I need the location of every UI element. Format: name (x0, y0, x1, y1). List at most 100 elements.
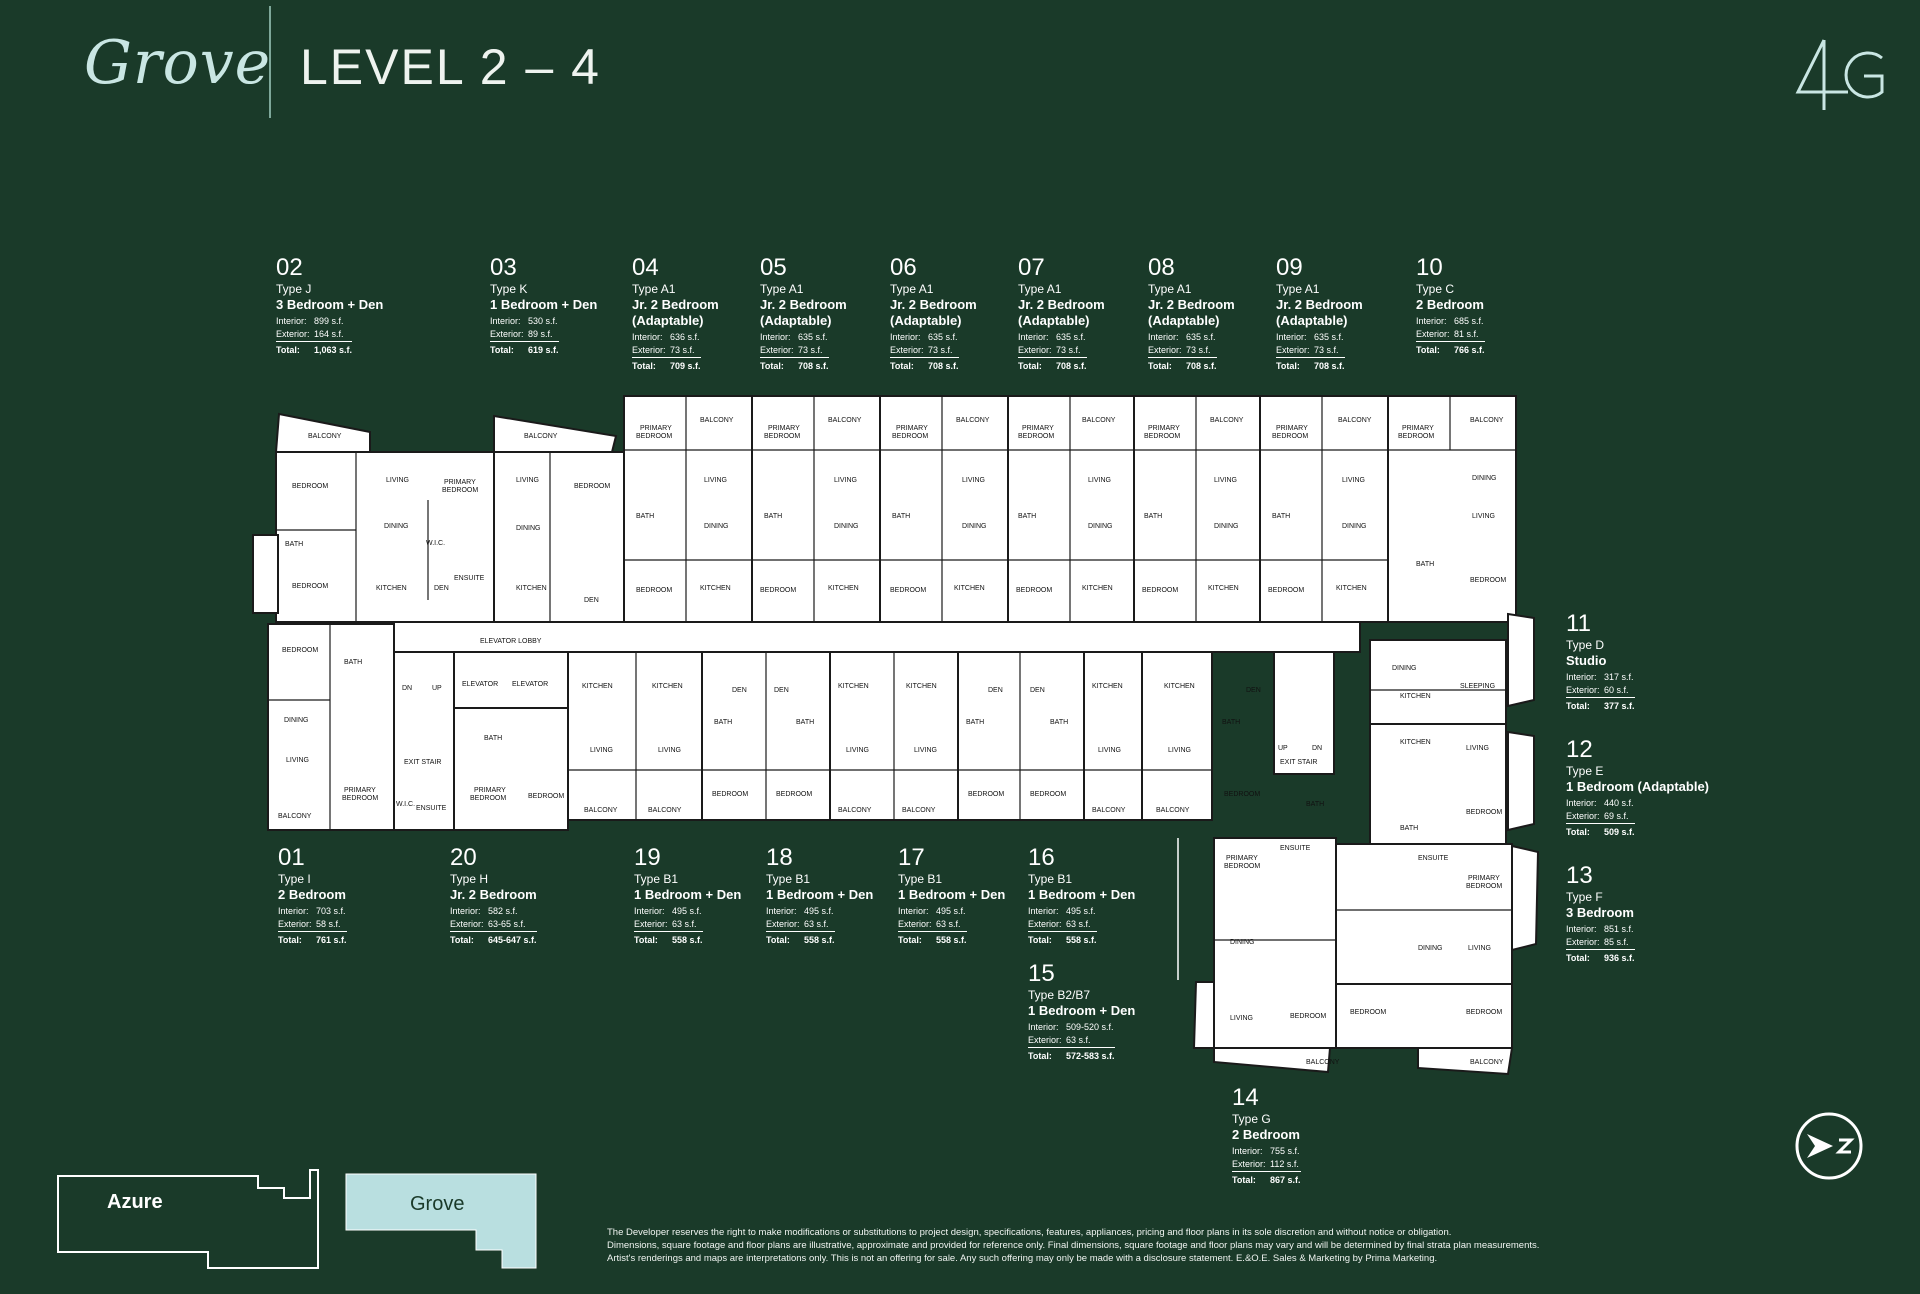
exterior-value: 112 s.f. (1270, 1159, 1299, 1169)
disclaimer-line: Dimensions, square footage and floor pla… (607, 1240, 1540, 1251)
room-label-dining: DINING (704, 523, 729, 530)
interior-label: Interior: (1566, 924, 1597, 934)
room-label-bedroom: BEDROOM (1224, 863, 1260, 870)
unit-type: Type K (490, 282, 528, 296)
room-label-primary: PRIMARY (1226, 855, 1258, 862)
total-label: Total: (278, 931, 316, 947)
room-label-wic: W.I.C. (396, 801, 415, 808)
unit-12-body (1369, 723, 1507, 845)
room-label-bath: BATH (966, 719, 984, 726)
unit-name: Jr. 2 Bedroom (760, 297, 847, 312)
unit-type: Type A1 (760, 282, 804, 296)
unit-number: 19 (634, 844, 661, 871)
key-map-azure-label: Azure (107, 1191, 163, 1213)
interior-label: Interior: (1566, 798, 1597, 808)
unit-name: 1 Bedroom + Den (490, 297, 598, 312)
interior-value: 582 s.f. (488, 906, 518, 916)
exterior-value: 69 s.f. (1604, 811, 1629, 821)
key-map: Azure Grove (57, 1169, 537, 1269)
room-label-living: LIVING (834, 477, 857, 484)
unit-name-suffix: (Adaptable) (760, 313, 832, 328)
room-label-balcony: BALCONY (308, 433, 342, 440)
unit-type: Type I (278, 872, 311, 886)
room-label-balcony: BALCONY (1306, 1059, 1340, 1066)
room-label-dining: DINING (962, 523, 987, 530)
room-label-primary: PRIMARY (344, 787, 376, 794)
interior-label: Interior: (632, 332, 663, 342)
interior-label: Interior: (1028, 1022, 1059, 1032)
room-label-ensuite: ENSUITE (1418, 855, 1449, 862)
elevator-core (453, 651, 571, 709)
room-label-living: LIVING (1088, 477, 1111, 484)
stair-label-up: UP (1278, 745, 1288, 752)
room-label-bedroom: BEDROOM (470, 795, 506, 802)
room-label-dining: DINING (1418, 945, 1443, 952)
interior-value: 495 s.f. (1066, 906, 1096, 916)
room-label-primary: PRIMARY (896, 425, 928, 432)
room-label-dining: DINING (1342, 523, 1367, 530)
interior-value: 635 s.f. (798, 332, 828, 342)
room-label-bedroom: BEDROOM (528, 793, 564, 800)
room-label-den: DEN (774, 687, 789, 694)
unit-type: Type B1 (634, 872, 679, 886)
total-value: 558 s.f. (936, 931, 967, 947)
exterior-label: Exterior: (1148, 345, 1182, 355)
unit-09-body (1259, 395, 1389, 623)
room-label-living: LIVING (1468, 945, 1491, 952)
exterior-value: 164 s.f. (314, 329, 344, 339)
exterior-value: 73 s.f. (670, 345, 695, 355)
room-label-kitchen: KITCHEN (1208, 585, 1239, 592)
room-label-kitchen: KITCHEN (1092, 683, 1123, 690)
interior-value: 635 s.f. (1056, 332, 1086, 342)
interior-value: 636 s.f. (670, 332, 700, 342)
unit-area-table: Interior:509-520 s.f.Exterior:63 s.f.Tot… (1028, 1021, 1115, 1063)
room-label-living: LIVING (658, 747, 681, 754)
exterior-value: 85 s.f. (1604, 937, 1629, 947)
total-label: Total: (1566, 949, 1604, 965)
unit-number: 09 (1276, 254, 1303, 281)
room-label-bath: BATH (1222, 719, 1240, 726)
exterior-label: Exterior: (1566, 685, 1600, 695)
interior-label: Interior: (1566, 672, 1597, 682)
interior-value: 899 s.f. (314, 316, 344, 326)
disclaimer-line: Artist's renderings and maps are interpr… (607, 1253, 1438, 1264)
total-value: 708 s.f. (798, 357, 829, 373)
room-label-bedroom: BEDROOM (712, 791, 748, 798)
unit-area-table: Interior:635 s.f.Exterior:73 s.f.Total:7… (1018, 331, 1087, 373)
unit-number: 11 (1566, 610, 1591, 637)
room-label-living: LIVING (1168, 747, 1191, 754)
room-label-kitchen: KITCHEN (582, 683, 613, 690)
unit-11-balcony (1507, 612, 1535, 708)
unit-name-suffix: (Adaptable) (890, 313, 962, 328)
exterior-label: Exterior: (632, 345, 666, 355)
unit-11-body (1369, 639, 1507, 725)
room-label-bedroom: BEDROOM (764, 433, 800, 440)
room-label-balcony: BALCONY (584, 807, 618, 814)
unit-area-table: Interior:635 s.f.Exterior:73 s.f.Total:7… (1148, 331, 1217, 373)
room-label-den: DEN (1030, 687, 1045, 694)
room-label-ensuite: ENSUITE (454, 575, 485, 582)
room-label-living: LIVING (590, 747, 613, 754)
unit-name: 2 Bedroom (1416, 297, 1484, 312)
unit-area-table: Interior:851 s.f.Exterior:85 s.f.Total:9… (1566, 923, 1635, 965)
unit-number: 14 (1232, 1084, 1259, 1111)
room-label-bath: BATH (892, 513, 910, 520)
header-divider (269, 6, 271, 118)
unit-number: 03 (490, 254, 517, 281)
interior-label: Interior: (1028, 906, 1059, 916)
brand-mark-icon (1795, 39, 1884, 110)
interior-value: 635 s.f. (928, 332, 958, 342)
key-map-grove (345, 1173, 537, 1269)
room-label-dining: DINING (1230, 939, 1255, 946)
unit-number: 17 (898, 844, 925, 871)
total-label: Total: (1276, 357, 1314, 373)
unit-area-table: Interior:317 s.f.Exterior:60 s.f.Total:3… (1566, 671, 1635, 713)
room-label-den: DEN (584, 597, 599, 604)
unit-area-table: Interior:635 s.f.Exterior:73 s.f.Total:7… (760, 331, 829, 373)
room-label-bedroom: BEDROOM (892, 433, 928, 440)
room-label-living: LIVING (914, 747, 937, 754)
key-map-grove-label: Grove (410, 1193, 464, 1215)
unit-area-table: Interior:530 s.f.Exterior:89 s.f.Total:6… (490, 315, 559, 357)
